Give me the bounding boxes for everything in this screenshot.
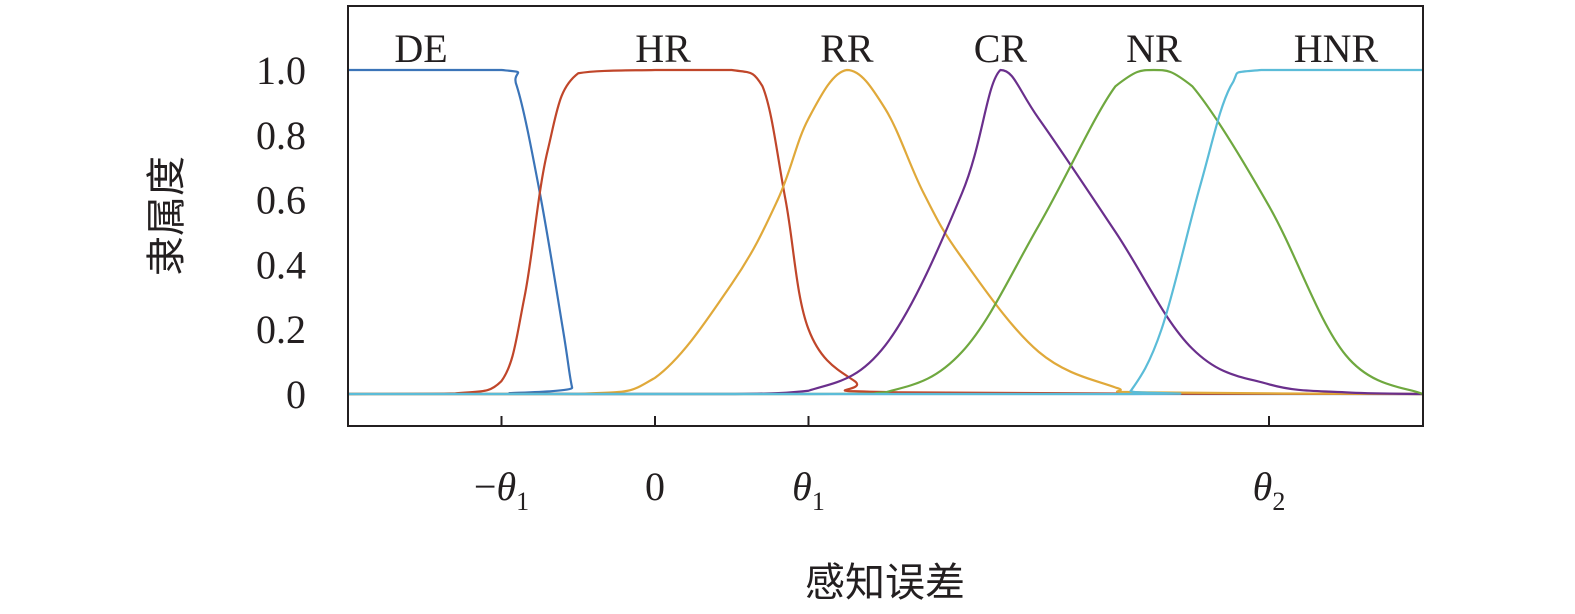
series-label-de: DE (394, 26, 447, 71)
y-tick-label: 0.2 (256, 307, 306, 352)
x-axis: −θ1 0 θ1 θ2 (474, 416, 1285, 516)
plot-border (347, 5, 1424, 427)
series-label-cr: CR (974, 26, 1028, 71)
y-tick-label: 0.8 (256, 113, 306, 158)
y-tick-label: 0.6 (256, 178, 306, 223)
series-label-hnr: HNR (1294, 26, 1379, 71)
y-axis: 0 0.2 0.4 0.6 0.8 1.0 (256, 48, 306, 417)
y-axis-title: 隶属度 (144, 156, 190, 276)
x-tick-label: 0 (645, 464, 665, 509)
x-tick-label: −θ1 (474, 464, 529, 516)
series-lines (349, 68, 1422, 396)
x-tick-label: θ1 (792, 464, 825, 516)
series-line-hnr (349, 68, 1422, 396)
series-labels: DE HR RR CR NR HNR (394, 26, 1378, 71)
series-label-nr: NR (1126, 26, 1182, 71)
series-line-cr (349, 68, 1422, 396)
x-axis-title: 感知误差 (805, 560, 965, 606)
y-tick-label: 1.0 (256, 48, 306, 93)
y-tick-label: 0 (286, 372, 306, 417)
y-tick-label: 0.4 (256, 242, 306, 287)
series-label-hr: HR (635, 26, 691, 71)
series-label-rr: RR (820, 26, 874, 71)
series-line-rr (349, 68, 1422, 396)
plot-frame (347, 5, 1424, 427)
x-tick-label: θ2 (1253, 464, 1286, 516)
series-line-hr (349, 68, 1422, 396)
